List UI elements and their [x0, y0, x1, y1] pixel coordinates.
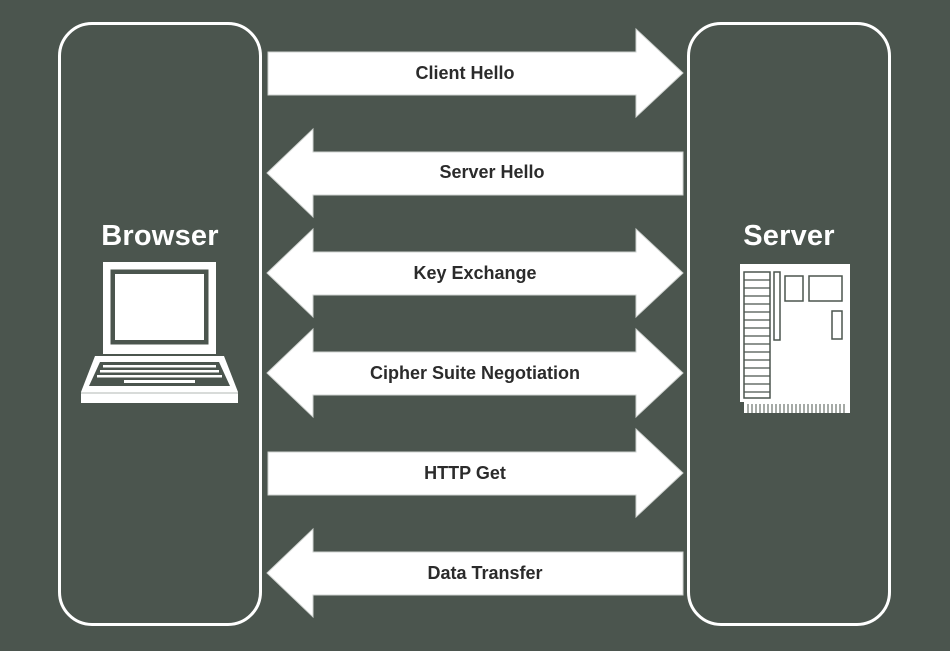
- arrow-label-cipher-suite-negotiation: Cipher Suite Negotiation: [370, 363, 580, 383]
- laptop-icon: [81, 262, 238, 403]
- arrow-label-server-hello: Server Hello: [439, 162, 544, 182]
- server-panel: [687, 22, 891, 626]
- arrow-http-get: HTTP Get: [267, 427, 684, 519]
- arrow-data-transfer: Data Transfer: [266, 527, 684, 619]
- arrow-label-http-get: HTTP Get: [424, 463, 506, 483]
- arrow-client-hello: Client Hello: [267, 27, 684, 119]
- arrow-key-exchange: Key Exchange: [266, 227, 684, 319]
- arrow-label-client-hello: Client Hello: [415, 63, 514, 83]
- arrow-label-key-exchange: Key Exchange: [413, 263, 536, 283]
- arrow-label-data-transfer: Data Transfer: [427, 563, 542, 583]
- server-title: Server: [743, 220, 835, 252]
- arrow-server-hello: Server Hello: [266, 127, 684, 219]
- browser-title: Browser: [101, 220, 219, 252]
- server-icon: [740, 264, 850, 413]
- arrow-cipher-suite-negotiation: Cipher Suite Negotiation: [266, 327, 684, 419]
- browser-panel: [58, 22, 262, 626]
